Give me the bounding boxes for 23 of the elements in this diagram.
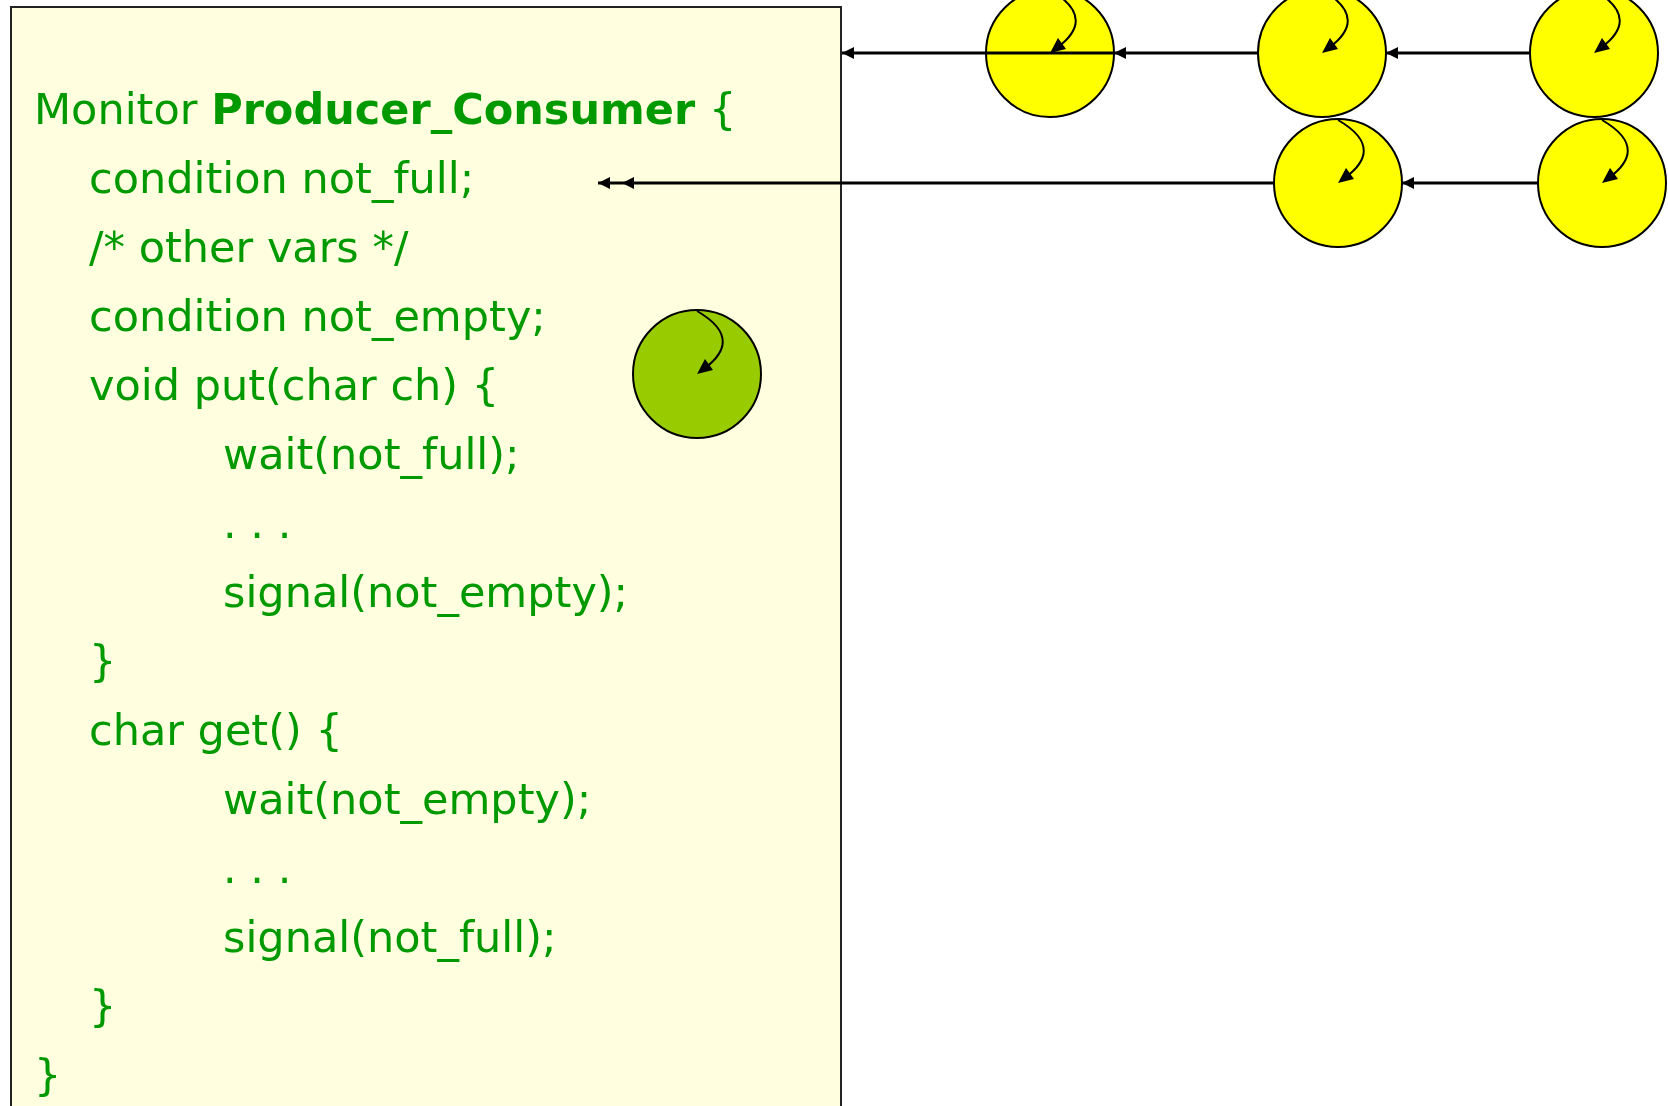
code-line: char get() { bbox=[89, 705, 343, 755]
thread-circle bbox=[1272, 117, 1404, 249]
thread-circle bbox=[631, 308, 763, 440]
code-line: signal(not_empty); bbox=[223, 567, 629, 617]
arrow bbox=[1114, 47, 1258, 59]
code-line: } bbox=[34, 1050, 62, 1100]
arrow bbox=[842, 47, 1114, 59]
code-line: } bbox=[89, 636, 117, 686]
code-line: . . . bbox=[223, 498, 292, 548]
code-line: . . . bbox=[223, 843, 292, 893]
code-line: /* other vars */ bbox=[89, 222, 409, 272]
code-line: wait(not_empty); bbox=[223, 774, 592, 824]
thread-circle bbox=[1536, 117, 1668, 249]
code-line: condition not_full; bbox=[89, 153, 475, 203]
code-line: wait(not_full); bbox=[223, 429, 520, 479]
code-line: void put(char ch) { bbox=[89, 360, 500, 410]
code-line: condition not_empty; bbox=[89, 291, 546, 341]
arrow bbox=[1402, 177, 1538, 189]
code-line: signal(not_full); bbox=[223, 912, 557, 962]
arrow bbox=[1386, 47, 1530, 59]
code-line: Monitor Producer_Consumer { bbox=[34, 84, 737, 134]
monitor-code-box bbox=[10, 6, 842, 1106]
code-line: } bbox=[89, 981, 117, 1031]
